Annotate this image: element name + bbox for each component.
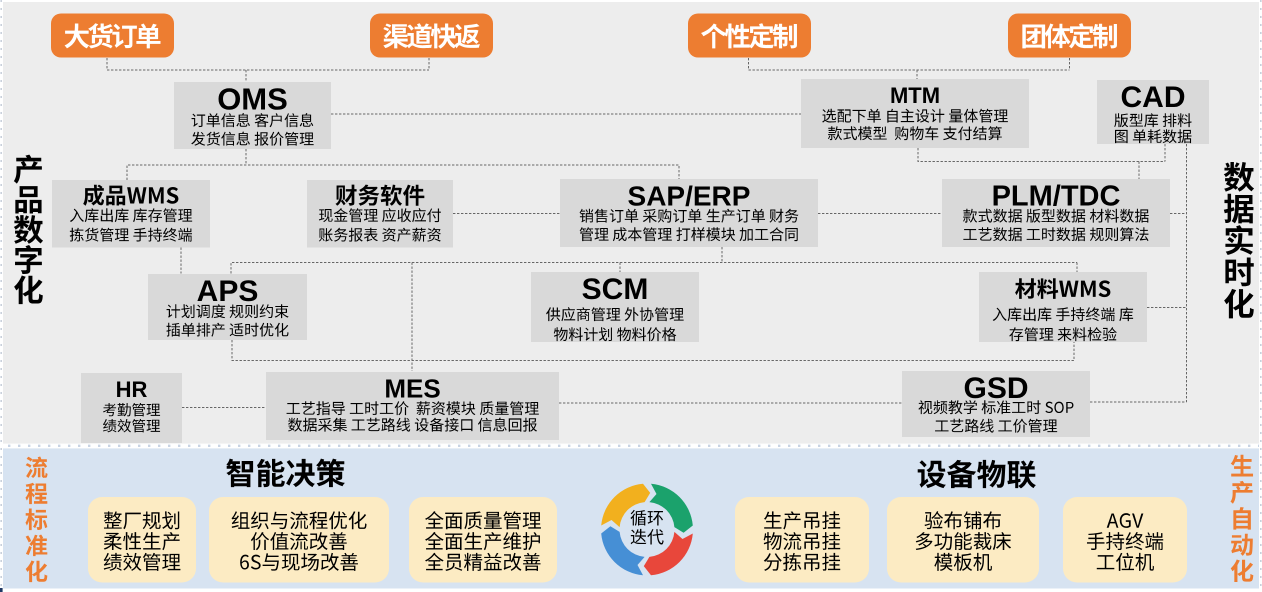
svg-text:SCM: SCM	[582, 273, 649, 306]
svg-text:SAP/ERP: SAP/ERP	[628, 180, 751, 211]
svg-text:APS: APS	[197, 275, 259, 308]
svg-text:PLM/TDC: PLM/TDC	[992, 181, 1121, 213]
svg-text:OMS: OMS	[217, 81, 288, 116]
svg-text:GSD: GSD	[963, 372, 1028, 405]
svg-text:HR: HR	[116, 377, 148, 402]
svg-text:MES: MES	[384, 374, 440, 404]
svg-text:CAD: CAD	[1121, 81, 1186, 114]
svg-text:MTM: MTM	[890, 83, 940, 108]
